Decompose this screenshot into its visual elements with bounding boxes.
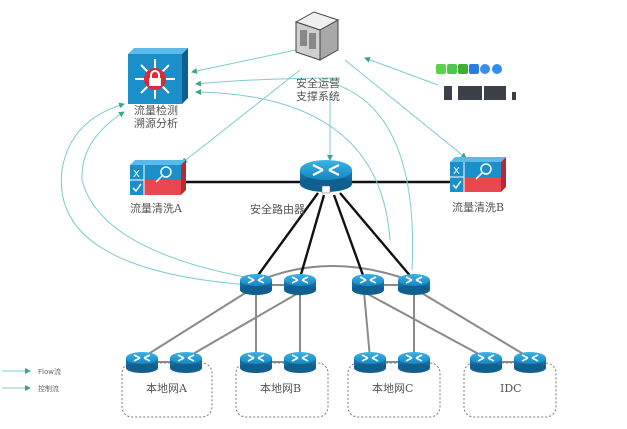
access-router-c2-icon[interactable] <box>397 351 431 374</box>
legend-control-label: 控制流 <box>38 385 59 393</box>
detection-label-line1: 流量检测 <box>134 104 178 117</box>
laptop-icon <box>484 86 506 100</box>
zone-a-label: 本地网A <box>146 382 187 395</box>
zone-c-label: 本地网C <box>372 382 414 395</box>
app-appstore-icon <box>492 64 502 74</box>
firewall-a-icon[interactable]: X <box>130 160 186 195</box>
cleaning-a-label: 流量清洗A <box>130 202 182 215</box>
detection-label-line2: 溯源分析 <box>134 117 178 130</box>
app-phone-icon <box>447 64 457 74</box>
legend <box>2 368 31 391</box>
monitor-icon <box>458 86 482 100</box>
app-mail-icon <box>469 64 479 74</box>
terminal-devices-icon[interactable] <box>436 64 516 100</box>
secure-router-icon[interactable] <box>300 160 352 194</box>
gray-links <box>141 265 531 363</box>
control-flow-lines <box>60 49 467 286</box>
access-router-a1-icon[interactable] <box>125 351 159 374</box>
secure-router-label: 安全路由器 <box>250 203 305 216</box>
soc-server-icon[interactable] <box>294 11 340 61</box>
svg-text:X: X <box>133 169 140 180</box>
zone-b-label: 本地网B <box>260 382 302 395</box>
soc-label: 安全运营 支撑系统 <box>296 77 340 103</box>
tablet-icon <box>444 86 452 100</box>
access-router-a2-icon[interactable] <box>169 351 203 374</box>
access-router-idc2-icon[interactable] <box>513 351 547 374</box>
firewall-b-icon[interactable]: X <box>450 157 506 192</box>
phone-icon <box>512 92 516 100</box>
legend-flow-label: Flow流 <box>38 368 61 376</box>
agg-router-3-icon[interactable] <box>351 273 385 296</box>
access-router-b1-icon[interactable] <box>239 351 273 374</box>
access-router-c1-icon[interactable] <box>353 351 387 374</box>
app-wechat-icon <box>458 64 468 74</box>
core-links <box>180 180 456 279</box>
access-router-idc1-icon[interactable] <box>469 351 503 374</box>
agg-router-2-icon[interactable] <box>283 273 317 296</box>
access-router-b2-icon[interactable] <box>283 351 317 374</box>
agg-router-4-icon[interactable] <box>397 273 431 296</box>
app-messages-icon <box>436 64 446 74</box>
agg-router-1-icon[interactable] <box>239 273 273 296</box>
zone-idc-label: IDC <box>500 382 522 395</box>
detection-label: 流量检测 溯源分析 <box>134 104 178 130</box>
zone-a-box <box>121 362 213 418</box>
svg-text:X: X <box>453 166 460 177</box>
soc-label-line2: 支撑系统 <box>296 90 340 103</box>
app-safari-icon <box>480 64 490 74</box>
detection-switch-icon[interactable] <box>128 48 188 104</box>
cleaning-b-label: 流量清洗B <box>452 201 505 214</box>
soc-label-line1: 安全运营 <box>296 77 340 90</box>
